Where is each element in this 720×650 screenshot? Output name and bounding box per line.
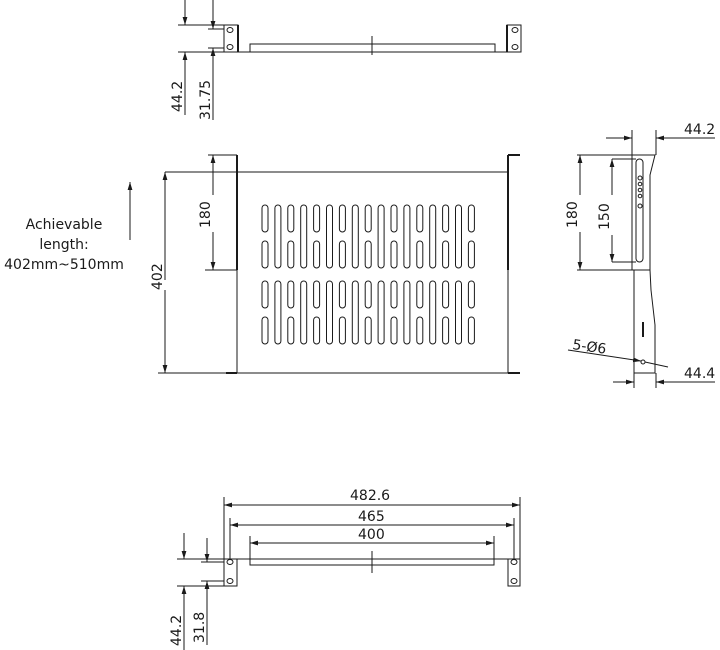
vent-slot [326, 280, 333, 345]
vent-slot [287, 204, 295, 233]
vent-slot [313, 316, 321, 345]
vent-slot [416, 204, 424, 233]
vent-slot [390, 316, 398, 345]
dim-bottom-height: 44.2 [169, 615, 185, 646]
note-line-2: 402mm~510mm [4, 257, 124, 273]
vent-slot [416, 316, 424, 345]
vent-slot [287, 316, 295, 345]
adjustment-slot [635, 158, 644, 263]
vent-slot [287, 240, 295, 269]
vent-slot [313, 240, 321, 269]
vent-slots [261, 204, 475, 345]
vent-slot [442, 316, 450, 345]
vent-slot [338, 204, 346, 233]
achievable-length-note: Achievable length: 402mm~510mm [0, 215, 128, 275]
dim-top-height: 44.2 [170, 81, 186, 112]
vent-slot [364, 204, 372, 233]
vent-slot [261, 280, 269, 309]
note-line-1: Achievable length: [25, 217, 103, 253]
dim-side-bottom-width: 44.4 [684, 366, 715, 382]
vent-slot [390, 204, 398, 233]
vent-slot [351, 204, 359, 269]
vent-slot [377, 280, 385, 345]
vent-slot [403, 204, 411, 269]
vent-slot [261, 240, 269, 269]
vent-slot [442, 280, 450, 309]
vent-slot [364, 280, 372, 309]
dim-bottom-hole-spacing: 31.8 [192, 612, 208, 643]
dim-bracket-depth: 180 [198, 201, 214, 228]
vent-slot [351, 280, 359, 345]
vent-slot [274, 204, 282, 269]
vent-slot [467, 240, 475, 269]
vent-slot [442, 204, 450, 233]
front-view: 402 180 [127, 154, 520, 374]
vent-slot [364, 240, 372, 269]
right-mount-ear [506, 24, 522, 53]
vent-slot [287, 280, 295, 309]
vent-slot [326, 204, 333, 269]
dim-side-height: 180 [565, 201, 581, 228]
vent-slot [261, 316, 269, 345]
vent-slot [300, 280, 308, 345]
dim-top-hole-spacing: 31.75 [198, 80, 214, 120]
vent-slot [429, 280, 437, 345]
vent-slot [442, 240, 450, 269]
vent-slot [467, 316, 475, 345]
dim-mount-hole-spacing: 465 [358, 509, 385, 525]
vent-slot [390, 240, 398, 269]
dim-tray-width: 400 [358, 527, 385, 543]
vent-slot [338, 240, 346, 269]
vent-slot [261, 204, 269, 233]
vent-slot [377, 204, 385, 269]
dim-holes: 5-Ø6 [571, 337, 607, 358]
vent-slot [455, 204, 462, 269]
left-mount-ear [223, 24, 239, 53]
vent-slot [313, 204, 321, 233]
vent-slot [364, 316, 372, 345]
dim-overall-width: 482.6 [350, 488, 390, 504]
vent-slot [338, 316, 346, 345]
vent-slot [403, 280, 411, 345]
vent-slot [429, 204, 437, 269]
vent-slot [274, 280, 282, 345]
vent-slot [467, 280, 475, 309]
dim-slot-length: 150 [597, 203, 613, 230]
side-view: 44.2 180 150 5-Ø6 44.4 [565, 122, 715, 388]
dim-side-top-width: 44.2 [684, 122, 715, 138]
vent-slot [416, 280, 424, 309]
vent-slot [467, 204, 475, 233]
vent-slot [390, 280, 398, 309]
dim-depth: 402 [150, 263, 166, 290]
vent-slot [416, 240, 424, 269]
vent-slot [455, 280, 462, 345]
vent-slot [313, 280, 321, 309]
vent-slot [338, 280, 346, 309]
top-view: 44.2 31.75 [170, 0, 522, 120]
bottom-view: 482.6 465 400 44.2 31.8 [169, 488, 521, 650]
right-mount-ear [507, 558, 521, 587]
vent-slot [300, 204, 308, 269]
left-mount-ear [223, 558, 238, 587]
